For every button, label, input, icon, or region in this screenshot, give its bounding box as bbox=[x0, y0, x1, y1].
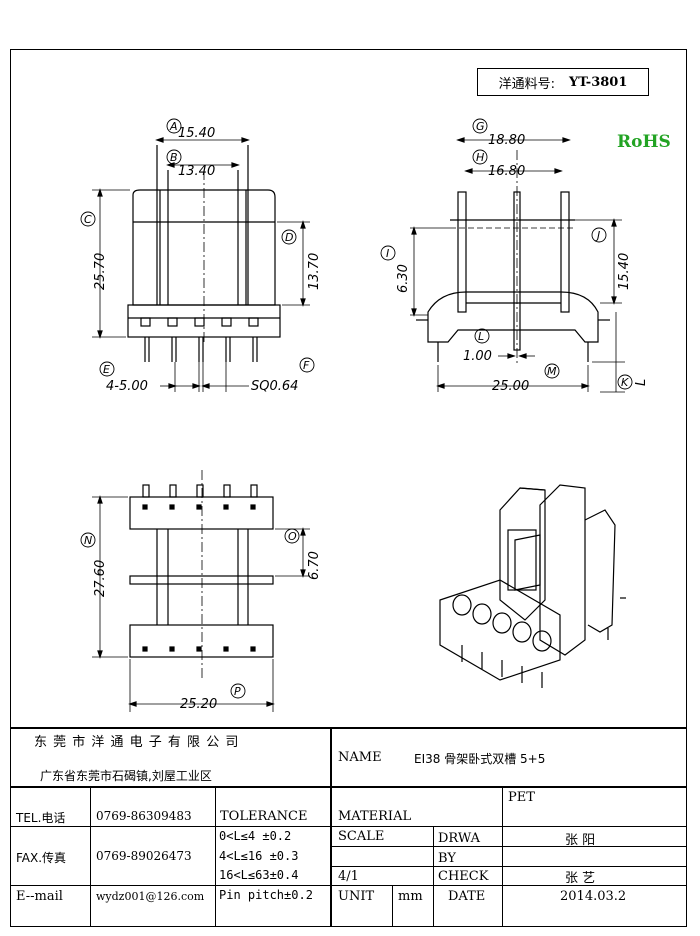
dim-I-value: 6.30 bbox=[396, 264, 411, 293]
callout-E: E bbox=[103, 363, 110, 376]
name-value: EI38 骨架卧式双槽 5+5 bbox=[414, 752, 546, 766]
fax-label: FAX.传真 bbox=[16, 851, 67, 865]
drawn-by-label: DRWA BY bbox=[438, 831, 481, 866]
callout-H: H bbox=[476, 151, 484, 164]
dim-K-label: L bbox=[634, 379, 649, 386]
dim-P-value: 25.20 bbox=[180, 697, 217, 712]
front-view: A 15.40 B 13.40 C 25.70 D 13.70 E bbox=[80, 118, 322, 394]
callout-K: K bbox=[621, 376, 629, 389]
company-name: 东 莞 市 洋 通 电 子 有 限 公 司 bbox=[34, 735, 240, 750]
unit-value: mm bbox=[398, 889, 423, 904]
callout-L: L bbox=[478, 330, 484, 343]
callout-D: D bbox=[285, 231, 293, 244]
callout-M: M bbox=[547, 365, 557, 378]
tolerance-row-4: Pin pitch±0.2 bbox=[219, 888, 313, 902]
tolerance-row-3: 16<L≤63±0.4 bbox=[219, 868, 299, 882]
material-label: MATERIAL bbox=[338, 809, 412, 824]
scale-label: SCALE bbox=[338, 829, 385, 844]
company-address: 广东省东莞市石碣镇,刘屋工业区 bbox=[40, 769, 212, 783]
callout-C: C bbox=[84, 213, 92, 226]
tel-label: TEL.电话 bbox=[16, 811, 66, 825]
email-value: wydz001@126.com bbox=[96, 890, 205, 903]
email-label: E--mail bbox=[16, 889, 63, 904]
tel-value: 0769-86309483 bbox=[96, 809, 192, 823]
dim-N-value: 27.60 bbox=[93, 560, 108, 597]
unit-label: UNIT bbox=[338, 889, 375, 904]
dim-A-value: 15.40 bbox=[178, 126, 215, 141]
callout-O: O bbox=[288, 530, 297, 543]
part-number-box: 洋通料号: YT-3801 bbox=[477, 68, 649, 96]
side-view: G 18.80 H 16.80 I 6.30 J 15.40 K L bbox=[380, 118, 649, 394]
dim-G-value: 18.80 bbox=[488, 133, 525, 148]
isometric-view bbox=[439, 484, 626, 688]
dim-E-value: 4-5.00 bbox=[106, 379, 148, 394]
dim-F-value: SQ0.64 bbox=[251, 379, 298, 394]
callout-G: G bbox=[476, 120, 485, 133]
name-label: NAME bbox=[338, 750, 382, 765]
drawing-sheet-border bbox=[10, 49, 687, 927]
callout-A: A bbox=[169, 120, 178, 133]
dim-L-value: 1.00 bbox=[463, 349, 492, 364]
dim-C-value: 25.70 bbox=[93, 253, 108, 290]
technical-drawing: A 15.40 B 13.40 C 25.70 D 13.70 E bbox=[80, 118, 649, 712]
callout-B: B bbox=[170, 151, 178, 164]
callout-I: I bbox=[386, 247, 389, 260]
top-view: N 27.60 O 6.70 P 25.20 bbox=[80, 470, 322, 712]
callout-N: N bbox=[84, 534, 92, 547]
callout-J: J bbox=[595, 229, 600, 242]
dim-B-value: 13.40 bbox=[178, 164, 215, 179]
date-value: 2014.03.2 bbox=[560, 889, 627, 904]
scale-value: 4/1 bbox=[338, 869, 359, 884]
check-label: CHECK bbox=[438, 869, 489, 884]
tolerance-label: TOLERANCE bbox=[220, 809, 308, 824]
part-number-value: YT-3801 bbox=[569, 74, 628, 90]
tolerance-row-1: 0<L≤4 ±0.2 bbox=[219, 829, 292, 843]
tolerance-row-2: 4<L≤16 ±0.3 bbox=[219, 849, 299, 863]
material-pet: PET bbox=[508, 790, 535, 805]
fax-value: 0769-89026473 bbox=[96, 849, 192, 863]
dim-O-value: 6.70 bbox=[307, 551, 322, 580]
date-label: DATE bbox=[448, 889, 486, 904]
part-number-label: 洋通料号: bbox=[498, 76, 555, 92]
callout-F: F bbox=[303, 359, 310, 372]
drawn-by-value: 张 阳 bbox=[565, 833, 596, 848]
callout-P: P bbox=[234, 685, 241, 698]
dim-J-value: 15.40 bbox=[617, 253, 632, 290]
dim-D-value: 13.70 bbox=[307, 253, 322, 290]
dim-M-value: 25.00 bbox=[492, 379, 529, 394]
dim-H-value: 16.80 bbox=[488, 164, 525, 179]
check-value: 张 艺 bbox=[565, 871, 596, 886]
rohs-mark: RoHS bbox=[617, 132, 671, 152]
